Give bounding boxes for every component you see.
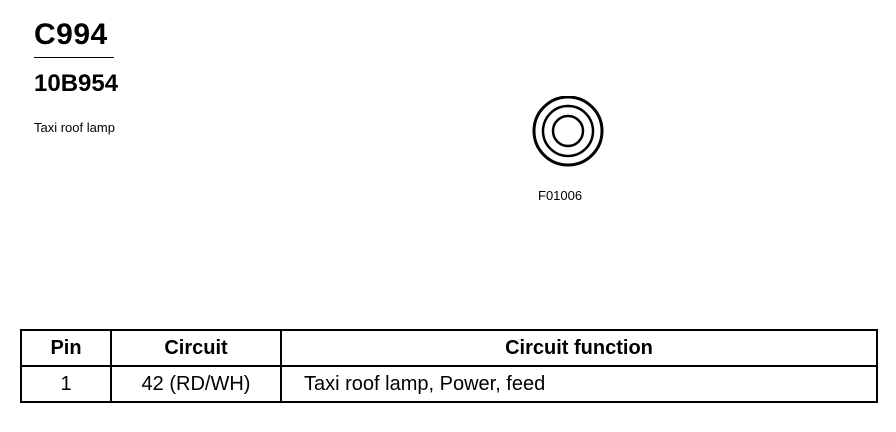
connector-description: Taxi roof lamp [34, 120, 115, 135]
circuit-cell: 42 (RD/WH) [110, 365, 282, 403]
connector-outer-ring [532, 96, 604, 167]
round-connector-icon [532, 96, 604, 167]
pin-table-header-row: Pin Circuit Circuit function [20, 329, 878, 367]
column-header-circuit: Circuit [110, 329, 282, 367]
table-row: 1 42 (RD/WH) Taxi roof lamp, Power, feed [20, 365, 878, 403]
connector-inner-ring [551, 114, 585, 148]
pin-cell: 1 [20, 365, 112, 403]
connector-id-underline [34, 57, 114, 58]
part-number: 10B954 [34, 70, 119, 97]
figure-code: F01006 [538, 188, 583, 203]
column-header-circuit-function: Circuit function [280, 329, 878, 367]
pin-table: Pin Circuit Circuit function 1 42 (RD/WH… [20, 329, 878, 403]
connector-id: C994 [34, 18, 108, 51]
column-header-pin: Pin [20, 329, 112, 367]
circuit-function-cell: Taxi roof lamp, Power, feed [280, 365, 878, 403]
connector-middle-ring [541, 104, 595, 158]
